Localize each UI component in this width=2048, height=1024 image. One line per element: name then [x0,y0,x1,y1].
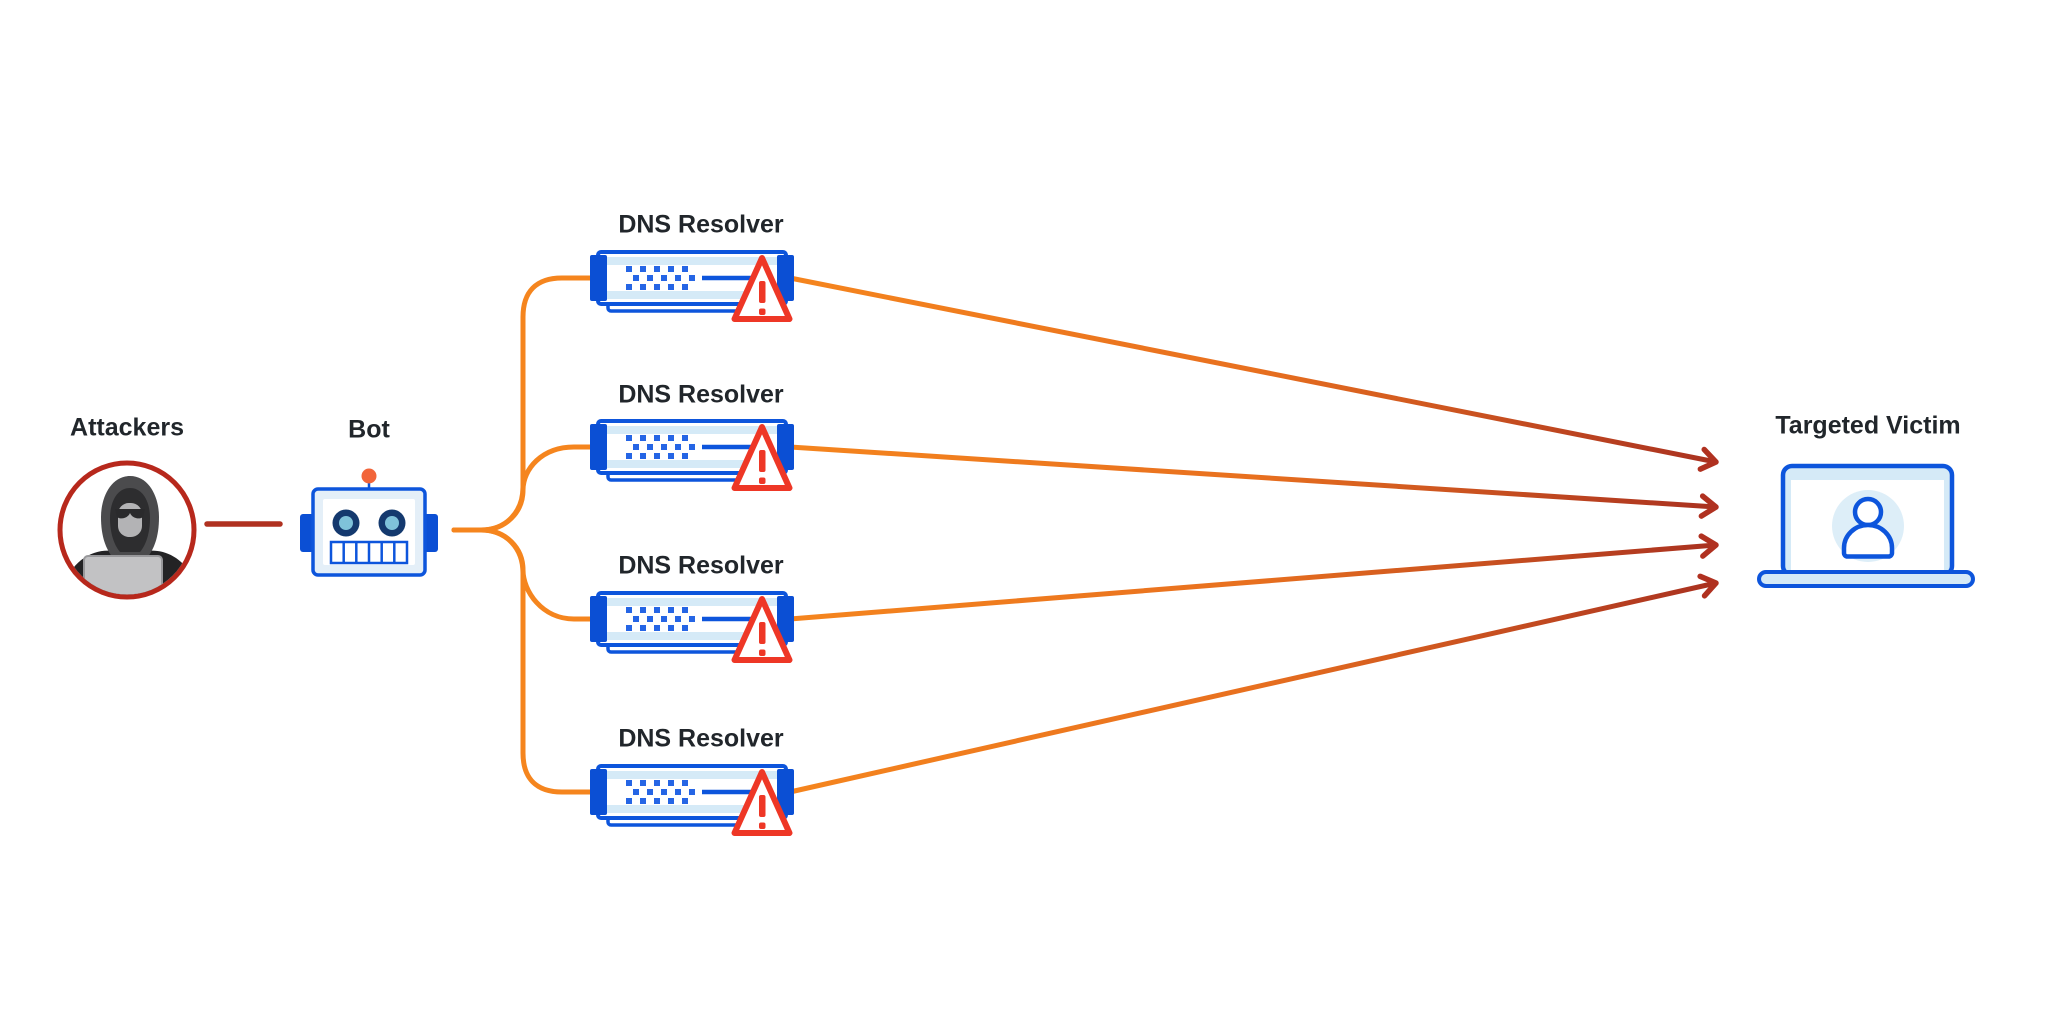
bot-to-resolver-line-1 [451,275,603,533]
laptop-base [1757,570,1975,588]
resolver-to-victim-arrows [787,275,1719,795]
robot-mouth [329,540,409,565]
targeted-victim-label: Targeted Victim [1775,411,1961,440]
bot-to-resolver-line-3 [451,527,603,622]
resolver-to-victim-arrow-3 [787,533,1719,622]
dns-resolver-icon-2 [590,421,794,488]
dns-resolver-label-4: DNS Resolver [618,724,784,753]
attackers-label: Attackers [70,413,184,442]
robot-eyes [332,509,406,537]
bot-label: Bot [348,415,390,444]
dns-resolver-icon-4 [590,766,794,833]
laptop-user-icon [1757,463,1975,588]
bot-to-resolver-lines [451,275,603,795]
dns-resolver-label-1: DNS Resolver [618,210,784,239]
bot-to-resolver-line-4 [451,527,603,795]
dns-resolver-icon-1 [590,252,794,319]
resolver-to-victim-arrow-2 [787,444,1719,519]
bot-to-resolver-line-2 [451,444,603,533]
hooded-hacker-icon [57,460,197,600]
person-icon [1841,496,1895,559]
dns-resolver-icon-3 [590,593,794,660]
robot-icon [300,468,438,577]
resolver-to-victim-arrow-1 [787,275,1719,472]
dns-resolver-label-3: DNS Resolver [618,551,784,580]
antenna-dot [361,468,377,484]
dns-resolver-label-2: DNS Resolver [618,380,784,409]
resolver-to-victim-arrow-4 [787,573,1719,795]
